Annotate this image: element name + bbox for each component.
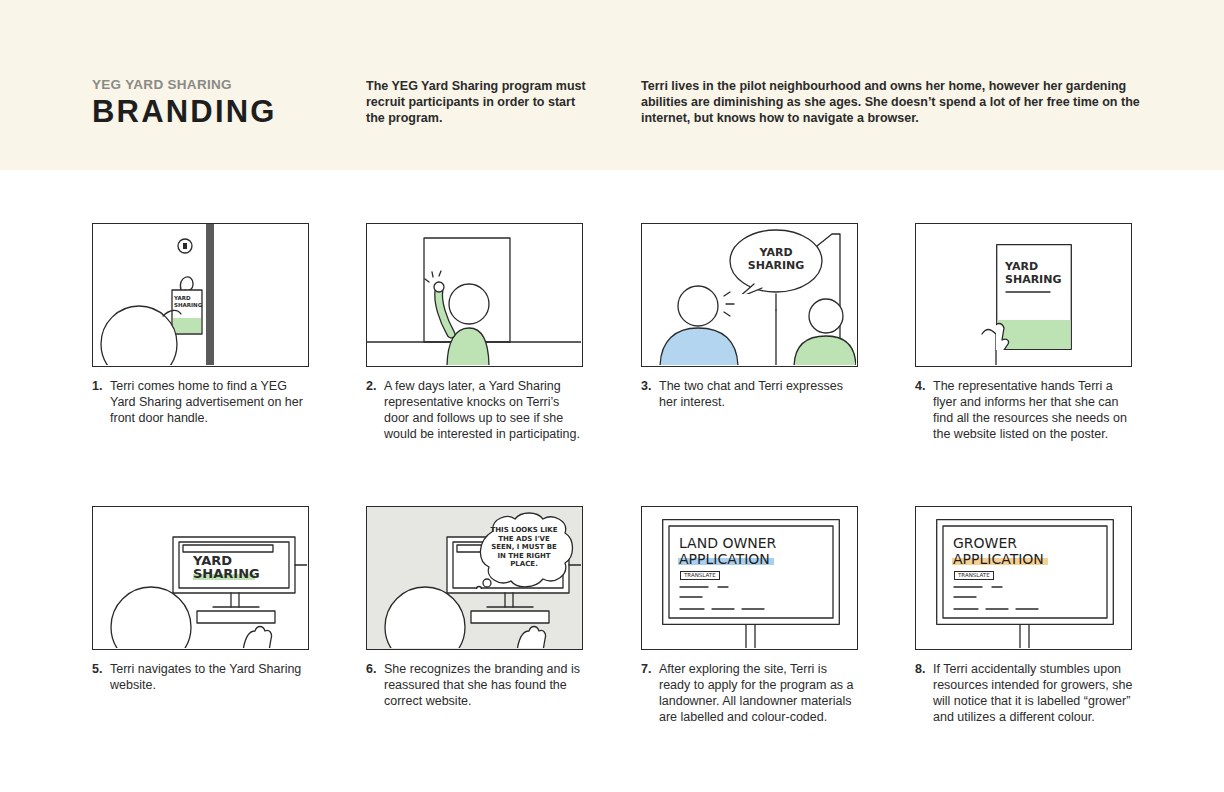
sketch-text: LAND OWNER APPLICATION	[679, 535, 799, 567]
step-caption: Terri navigates to the Yard Sharing webs…	[110, 661, 310, 693]
step-caption: Terri comes home to find a YEG Yard Shar…	[110, 378, 310, 426]
story-panel: 6.She recognizes the branding and is rea…	[366, 506, 583, 650]
step-number: 2.	[366, 378, 384, 394]
intro-text: The YEG Yard Sharing program must recrui…	[366, 78, 586, 126]
persona-text: Terri lives in the pilot neighbourhood a…	[641, 78, 1141, 126]
speech-bubble: YARD SHARING	[728, 228, 824, 294]
step-caption: A few days later, a Yard Sharing represe…	[384, 378, 584, 442]
step-number: 6.	[366, 661, 384, 677]
sketch-text: GROWER APPLICATION	[953, 535, 1063, 567]
story-panel: 8.If Terri accidentally stumbles upon re…	[915, 506, 1132, 650]
step-number: 3.	[641, 378, 659, 394]
sketch-text: THIS LOOKS LIKE THE ADS I'VE SEEN, I MUS…	[490, 526, 558, 569]
story-panel: 3.The two chat and Terri expresses her i…	[641, 223, 858, 367]
story-panel: 7.After exploring the site, Terri is rea…	[641, 506, 858, 650]
step-caption: The two chat and Terri expresses her int…	[659, 378, 859, 410]
sketch-text: YARD SHARING	[1005, 260, 1065, 286]
step-caption: If Terri accidentally stumbles upon reso…	[933, 661, 1133, 725]
sketch-text: TRANSLATE	[680, 571, 720, 580]
shape-outline	[996, 244, 1072, 350]
sketch-text: YARD SHARING	[174, 295, 201, 308]
step-number: 1.	[92, 378, 110, 394]
sketch-text: YARD SHARING	[746, 246, 806, 272]
page-title: BRANDING	[92, 94, 352, 130]
application-screen: GROWER APPLICATION TRANSLATE	[936, 519, 1114, 625]
flyer-sheet: YARD SHARING	[996, 244, 1072, 350]
step-caption: After exploring the site, Terri is ready…	[659, 661, 859, 725]
panel-sketch	[93, 224, 307, 365]
step-number: 5.	[92, 661, 110, 677]
sketch-text: YARD SHARING	[193, 554, 285, 580]
story-panel: 4.The representative hands Terri a flyer…	[915, 223, 1132, 367]
step-number: 7.	[641, 661, 659, 677]
step-number: 4.	[915, 378, 933, 394]
thought-bubble: THIS LOOKS LIKE THE ADS I'VE SEEN, I MUS…	[473, 511, 575, 589]
story-panel: 2.A few days later, a Yard Sharing repre…	[366, 223, 583, 367]
sketch-text: TRANSLATE	[954, 571, 994, 580]
step-caption: She recognizes the branding and is reass…	[384, 661, 584, 709]
panel-sketch	[367, 224, 581, 365]
story-panel: YARD SHARING5.Terri navigates to the Yar…	[92, 506, 309, 650]
step-caption: The representative hands Terri a flyer a…	[933, 378, 1133, 442]
eyebrow-heading: YEG YARD SHARING	[92, 76, 332, 93]
application-screen: LAND OWNER APPLICATION TRANSLATE	[662, 519, 840, 625]
step-number: 8.	[915, 661, 933, 677]
story-panel: YARD SHARING1.Terri comes home to find a…	[92, 223, 309, 367]
